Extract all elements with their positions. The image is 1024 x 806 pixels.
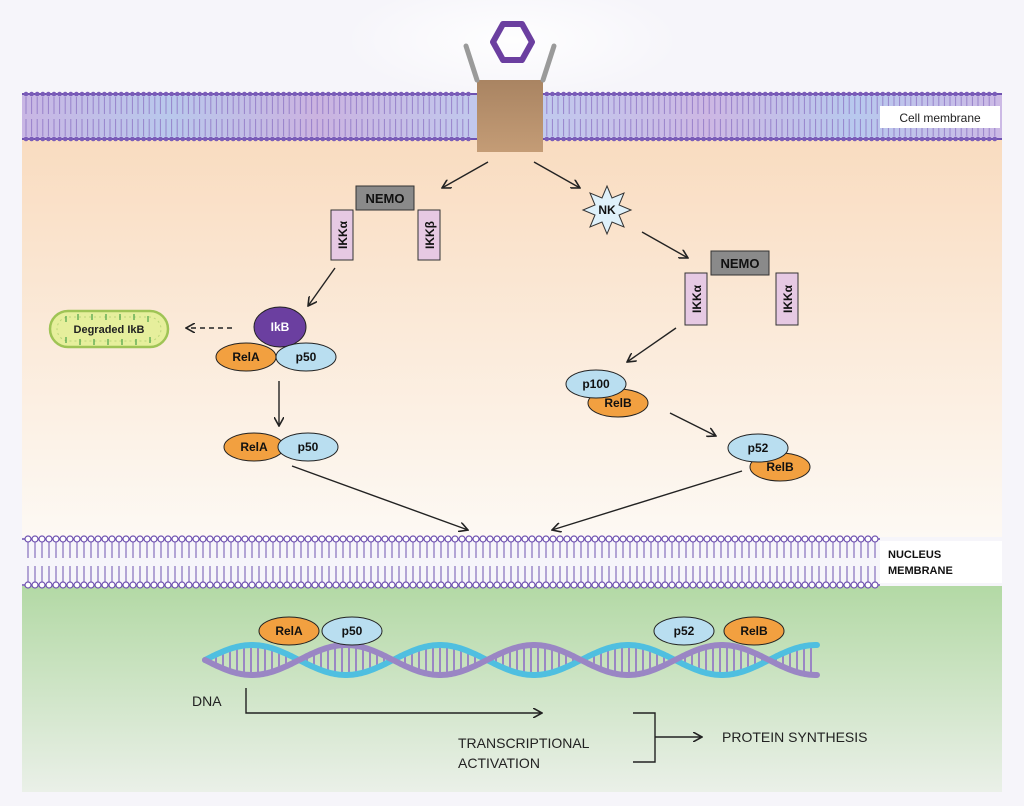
- left-ikk-complex: NEMO IKKα IKKβ: [330, 185, 441, 261]
- relb-p100-label: RelB: [604, 396, 632, 410]
- cell-membrane-label: Cell membrane: [880, 106, 1000, 128]
- hexagon-ligand-icon: [490, 21, 535, 63]
- rela-complex-label: RelA: [232, 350, 260, 364]
- p52-ellipse: [727, 433, 789, 463]
- nucleus-region: [22, 586, 1002, 792]
- double-helix-icon: [202, 642, 820, 678]
- p100-relb-complex: RelB p100: [565, 369, 649, 418]
- arrow-dna-to-transcription: [245, 688, 542, 713]
- ikkb-left-box: [417, 209, 441, 261]
- p50-free-label: p50: [298, 440, 319, 454]
- arrow-receptor-to-nemo: [442, 161, 489, 188]
- p52-dna-ellipse: [653, 616, 715, 646]
- cytoplasm-region: [22, 140, 1002, 537]
- ikka-left-label: IKKα: [336, 220, 350, 249]
- p100-label: p100: [582, 377, 610, 391]
- p50-free-ellipse: [277, 432, 339, 462]
- arrow-rela-to-nucleus: [291, 465, 468, 530]
- arrow-nk-to-nemo: [641, 231, 688, 258]
- ikka-left-box: [330, 209, 354, 261]
- p50-dna-label: p50: [342, 624, 363, 638]
- arrow-ikk-to-ikb: [308, 267, 336, 306]
- transcriptional-label-line2: ACTIVATION: [458, 755, 540, 771]
- right-ikk-complex: NEMO IKKα IKKα: [684, 250, 799, 326]
- starburst-kinase-icon: NK: [581, 184, 633, 236]
- membrane-receptor-icon: [463, 43, 557, 152]
- p50-dna-ellipse: [321, 616, 383, 646]
- pathway-arrows: [186, 161, 743, 530]
- p52-dna-label: p52: [674, 624, 695, 638]
- relb-dna-label: RelB: [740, 624, 768, 638]
- svg-text:MEMBRANE: MEMBRANE: [888, 565, 953, 577]
- rela-dna-ellipse: [258, 616, 320, 646]
- ikka-right2-box: [775, 272, 799, 326]
- dna-bound-p52-relb: p52 RelB: [653, 616, 785, 646]
- p100-ellipse: [565, 369, 627, 399]
- p52-label: p52: [748, 441, 769, 455]
- arrow-ikk-to-p100: [627, 327, 677, 362]
- dna-label: DNA: [192, 693, 222, 709]
- p50-complex-ellipse: [275, 342, 337, 372]
- relb-dna-ellipse: [723, 616, 785, 646]
- dna-bound-rela-p50: RelA p50: [258, 616, 383, 646]
- relb-p52-label: RelB: [766, 460, 794, 474]
- ikb-label: IkB: [271, 320, 290, 334]
- rela-free-label: RelA: [240, 440, 268, 454]
- degraded-ikb-label: Degraded IkB: [74, 324, 145, 336]
- nucleus-membrane: [22, 535, 880, 589]
- arrow-receptor-to-nk: [533, 161, 580, 188]
- ikkb-left-label: IKKβ: [423, 221, 437, 249]
- svg-text:NUCLEUS: NUCLEUS: [888, 549, 941, 561]
- nemo-right-label: NEMO: [721, 256, 760, 271]
- degradation-capsule-icon: Degraded IkB: [48, 309, 170, 349]
- nemo-right-box: [710, 250, 770, 276]
- ikb-ellipse: [253, 306, 307, 348]
- p52-relb-complex: RelB p52: [727, 433, 811, 482]
- extracellular-glow: [342, 0, 682, 100]
- ikka-right1-label: IKKα: [690, 284, 704, 313]
- nemo-left-label: NEMO: [366, 191, 405, 206]
- rela-p50-free-dimer: RelA p50: [223, 432, 339, 462]
- nk-label: NK: [598, 203, 616, 217]
- ikka-right1-box: [684, 272, 708, 326]
- rela-dna-label: RelA: [275, 624, 303, 638]
- arrow-relb-to-nucleus: [552, 470, 743, 530]
- ikka-right2-label: IKKα: [781, 284, 795, 313]
- nucleus-membrane-label: NUCLEUS MEMBRANE: [880, 541, 1002, 583]
- svg-text:Cell membrane: Cell membrane: [899, 111, 981, 125]
- ikb-rela-p50-complex: IkB RelA p50: [215, 306, 337, 372]
- protein-synthesis-label: PROTEIN SYNTHESIS: [722, 729, 867, 745]
- transcriptional-label-line1: TRANSCRIPTIONAL: [458, 735, 590, 751]
- p50-complex-label: p50: [296, 350, 317, 364]
- nemo-left-box: [355, 185, 415, 211]
- arrow-p100-to-p52: [669, 412, 716, 436]
